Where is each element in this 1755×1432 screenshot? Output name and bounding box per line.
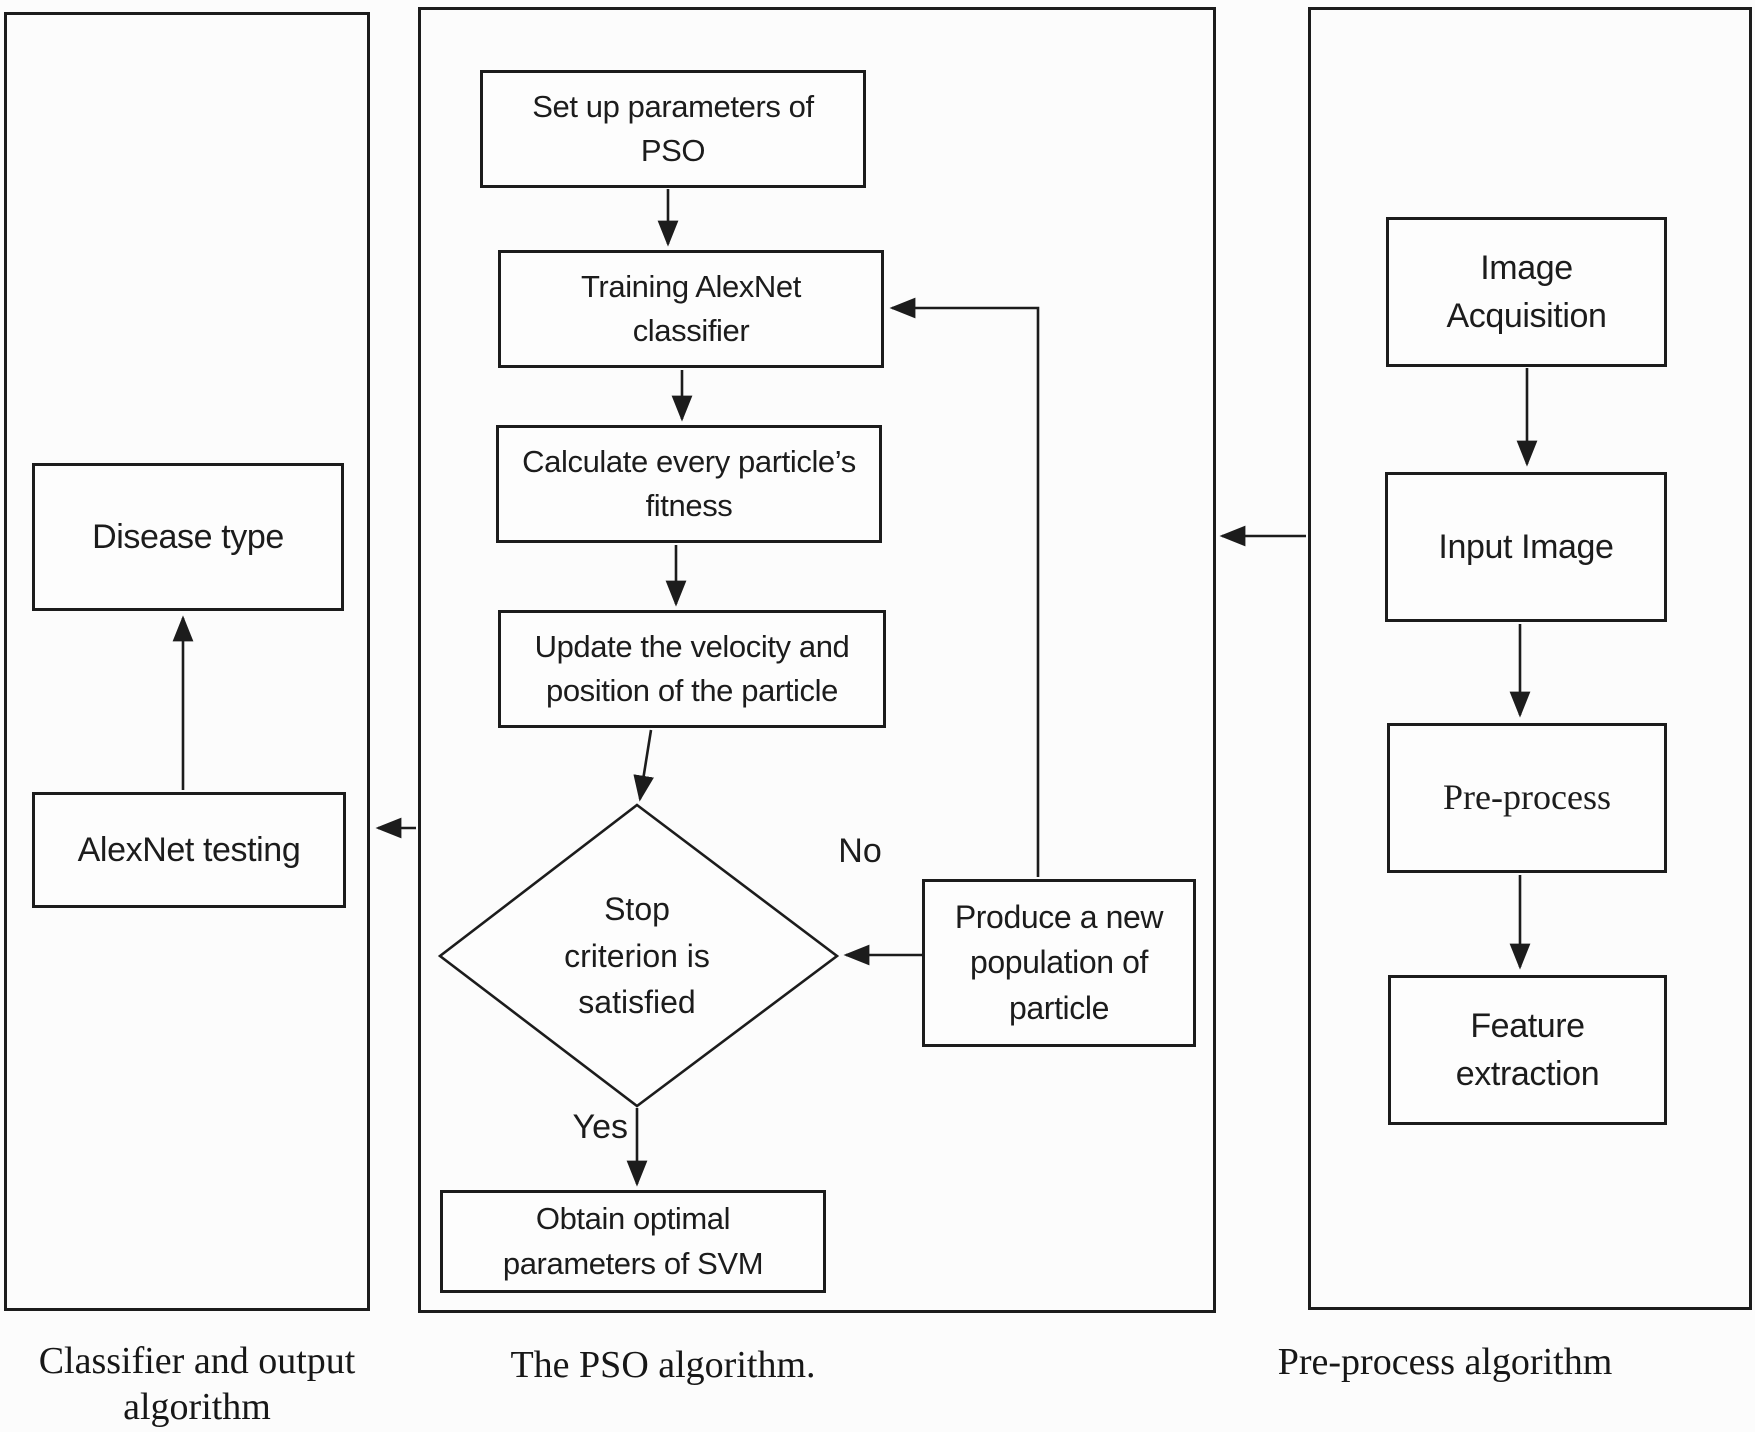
pre-process-box: Pre-process bbox=[1387, 723, 1667, 873]
produce-population-box: Produce a new population of particle bbox=[922, 879, 1196, 1047]
classifier-output-panel bbox=[4, 12, 370, 1311]
input-image-box: Input Image bbox=[1385, 472, 1667, 622]
setup-parameters-box: Set up parameters of PSO bbox=[480, 70, 866, 188]
preprocess-panel bbox=[1308, 7, 1752, 1310]
stop-criterion-decision-label: Stop criterion is satisfied bbox=[564, 891, 710, 1021]
yes-branch-label: Yes bbox=[572, 1108, 628, 1146]
feature-extraction-box: Feature extraction bbox=[1388, 975, 1667, 1125]
arrow-produce-to-training-feedback bbox=[889, 297, 1040, 877]
alexnet-testing-box: AlexNet testing bbox=[32, 792, 346, 908]
classifier-panel-caption: Classifier and output algorithm bbox=[38, 1340, 356, 1429]
no-branch-label: No bbox=[838, 832, 882, 870]
pso-panel-caption: The PSO algorithm. bbox=[510, 1344, 816, 1386]
decision-diamond-shape bbox=[437, 803, 840, 1108]
disease-type-box: Disease type bbox=[32, 463, 344, 611]
preprocess-panel-caption: Pre-process algorithm bbox=[1277, 1341, 1613, 1383]
update-velocity-box: Update the velocity and position of the … bbox=[498, 610, 886, 728]
pso-algorithm-panel bbox=[418, 7, 1216, 1313]
training-alexnet-box: Training AlexNet classifier bbox=[498, 250, 884, 368]
calculate-fitness-box: Calculate every particle’s fitness bbox=[496, 425, 882, 543]
obtain-optimal-box: Obtain optimal parameters of SVM bbox=[440, 1190, 826, 1293]
arrow-update-to-decision bbox=[633, 729, 654, 802]
image-acquisition-box: Image Acquisition bbox=[1386, 217, 1667, 367]
